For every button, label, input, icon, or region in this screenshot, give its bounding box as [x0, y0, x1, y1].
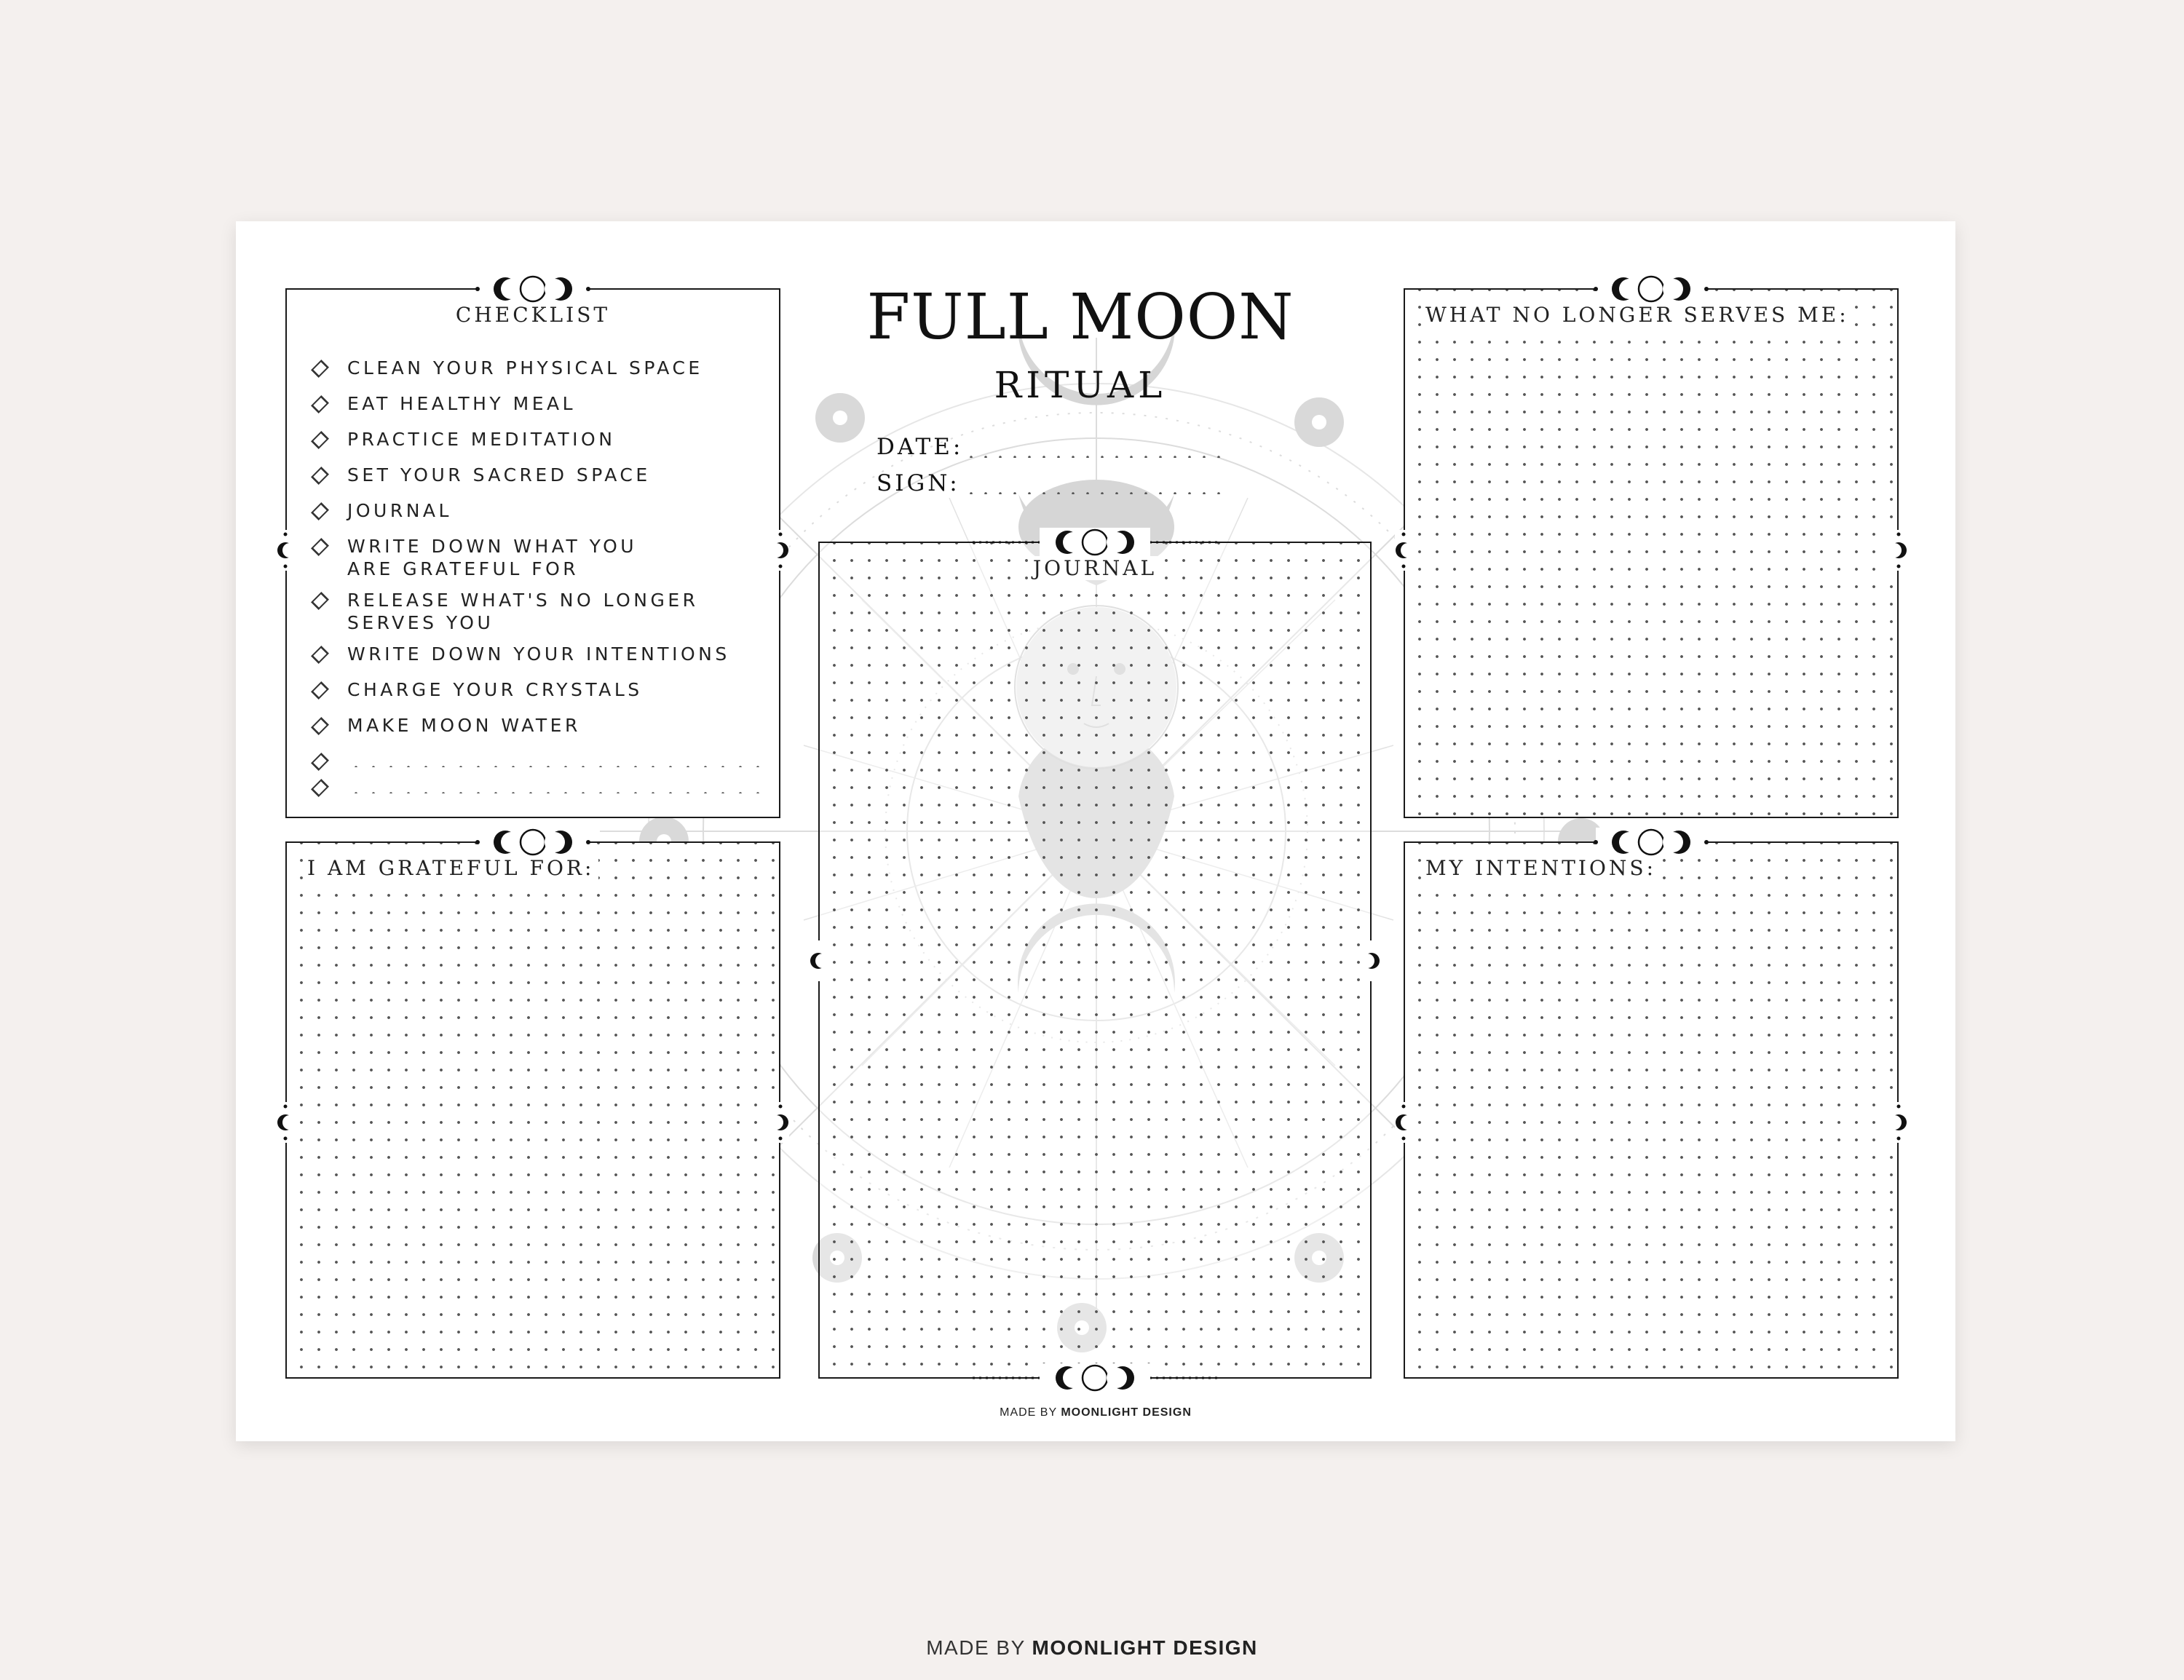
crescent-moon-icon [277, 1102, 294, 1143]
diamond-bullet-icon[interactable] [311, 779, 329, 797]
checklist-blank-item[interactable] [307, 750, 761, 771]
journal-panel[interactable]: JOURNAL [810, 528, 1380, 1392]
diamond-bullet-icon[interactable] [311, 592, 329, 610]
diamond-bullet-icon[interactable] [311, 538, 329, 556]
planner-title: FULL MOON [866, 281, 1294, 354]
journal-title: JOURNAL [820, 556, 1370, 580]
page-credit: MADE BY MOONLIGHT DESIGN [926, 1636, 1258, 1659]
planner-sheet: FULL MOON RITUAL DATE: SIGN: CHECKLIST C… [236, 221, 1955, 1441]
triple-moon-icon [973, 528, 1217, 557]
grateful-title: I AM GRATEFUL FOR: [303, 856, 779, 880]
intentions-panel[interactable]: MY INTENTIONS: [1395, 828, 1907, 1379]
triple-moon-icon [1594, 828, 1709, 857]
sign-label: SIGN: [877, 470, 960, 496]
crescent-moon-icon [277, 530, 294, 571]
checklist-item[interactable]: CLEAN YOUR PHYSICAL SPACE [307, 357, 761, 379]
intentions-title: MY INTENTIONS: [1421, 856, 1897, 880]
diamond-bullet-icon[interactable] [311, 717, 329, 735]
checklist-item[interactable]: RELEASE WHAT'S NO LONGER SERVES YOU [307, 589, 761, 634]
crescent-moon-icon [1395, 530, 1412, 571]
diamond-bullet-icon[interactable] [311, 360, 329, 378]
diamond-bullet-icon[interactable] [311, 502, 329, 520]
diamond-bullet-icon[interactable] [311, 646, 329, 664]
no-longer-serves-title: WHAT NO LONGER SERVES ME: [1421, 303, 1897, 327]
checklist-item[interactable]: SET YOUR SACRED SPACE [307, 464, 761, 486]
date-label: DATE: [877, 434, 964, 460]
crescent-moon-icon [810, 940, 827, 981]
diamond-bullet-icon[interactable] [311, 395, 329, 413]
triple-moon-icon [475, 828, 590, 857]
diamond-bullet-icon[interactable] [311, 467, 329, 485]
checklist-item[interactable]: JOURNAL [307, 499, 761, 522]
date-field-line[interactable] [964, 456, 1232, 458]
crescent-moon-icon [772, 530, 789, 571]
blank-line[interactable] [347, 766, 761, 767]
checklist-item[interactable]: PRACTICE MEDITATION [307, 428, 761, 451]
checklist-title: CHECKLIST [287, 303, 779, 327]
sign-field-line[interactable] [964, 492, 1232, 494]
checklist-item[interactable]: WRITE DOWN WHAT YOU ARE GRATEFUL FOR [307, 535, 761, 580]
crescent-moon-icon [1395, 1102, 1412, 1143]
triple-moon-icon [1594, 274, 1709, 304]
diamond-bullet-icon[interactable] [311, 753, 329, 771]
checklist-item[interactable]: CHARGE YOUR CRYSTALS [307, 678, 761, 701]
diamond-bullet-icon[interactable] [311, 681, 329, 700]
blank-line[interactable] [347, 792, 761, 793]
checklist-item[interactable]: EAT HEALTHY MEAL [307, 392, 761, 415]
crescent-moon-icon [1363, 940, 1380, 981]
checklist-item[interactable]: MAKE MOON WATER [307, 714, 761, 737]
checklist-list: CLEAN YOUR PHYSICAL SPACE EAT HEALTHY ME… [307, 357, 761, 807]
triple-moon-icon [973, 1363, 1217, 1392]
triple-moon-icon [475, 274, 590, 304]
sheet-credit: MADE BY MOONLIGHT DESIGN [1000, 1406, 1192, 1419]
crescent-moon-icon [1890, 530, 1907, 571]
checklist-blank-item[interactable] [307, 776, 761, 797]
checklist-item[interactable]: WRITE DOWN YOUR INTENTIONS [307, 643, 761, 665]
diamond-bullet-icon[interactable] [311, 431, 329, 449]
planner-subtitle: RITUAL [994, 364, 1167, 406]
crescent-moon-icon [1890, 1102, 1907, 1143]
checklist-panel: CHECKLIST CLEAN YOUR PHYSICAL SPACE EAT … [277, 274, 789, 818]
no-longer-serves-panel[interactable]: WHAT NO LONGER SERVES ME: [1395, 274, 1907, 818]
grateful-panel[interactable]: I AM GRATEFUL FOR: [277, 828, 789, 1379]
crescent-moon-icon [772, 1102, 789, 1143]
